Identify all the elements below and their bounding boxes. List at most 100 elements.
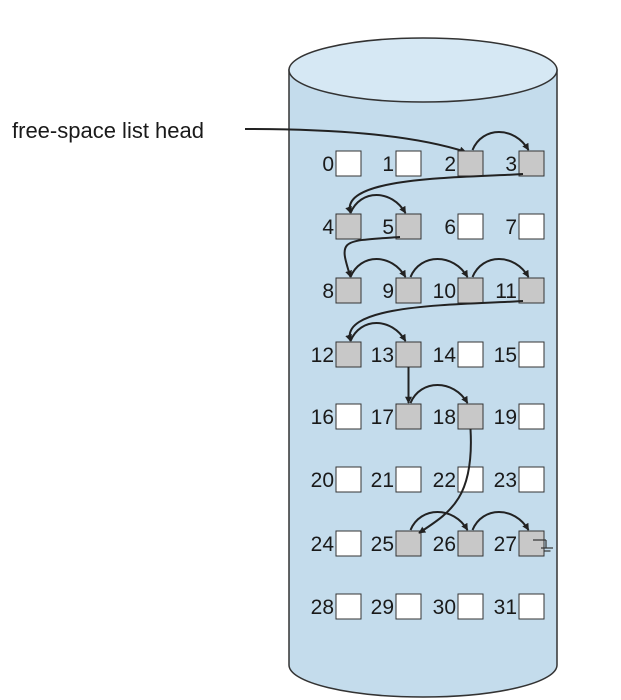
disk-block-28: 28	[311, 593, 362, 620]
link-arrow-17-to-18	[409, 384, 469, 404]
free-block-box	[395, 403, 422, 430]
allocated-block-box	[335, 593, 362, 620]
block-number-label: 17	[371, 406, 394, 429]
disk-block-22: 22	[433, 466, 484, 493]
allocated-block-box	[335, 403, 362, 430]
link-arrow-5-to-8	[343, 236, 401, 278]
disk-block-4: 4	[322, 213, 362, 240]
free-block-box	[335, 341, 362, 368]
disk-block-10: 10	[433, 277, 484, 304]
disk-block-15: 15	[494, 341, 545, 368]
free-block-box	[457, 530, 484, 557]
disk-block-16: 16	[311, 403, 362, 430]
allocated-block-box	[518, 466, 545, 493]
disk-block-3: 3	[505, 150, 545, 177]
block-number-label: 10	[433, 280, 456, 303]
head-pointer-arrow	[244, 128, 467, 154]
block-number-label: 15	[494, 344, 517, 367]
cylinder-top	[288, 37, 558, 103]
allocated-block-box	[335, 150, 362, 177]
block-number-label: 8	[322, 280, 334, 303]
link-arrow-12-to-13	[349, 322, 407, 342]
allocated-block-box	[457, 466, 484, 493]
block-number-label: 25	[371, 533, 394, 556]
allocated-block-box	[395, 150, 422, 177]
block-number-label: 11	[495, 280, 517, 303]
free-block-box	[457, 403, 484, 430]
disk-block-12: 12	[311, 341, 362, 368]
link-arrow-18-to-25	[418, 428, 472, 534]
free-space-list-head-label: free-space list head	[12, 118, 204, 143]
block-number-label: 19	[494, 406, 517, 429]
block-number-label: 18	[433, 406, 456, 429]
disk-block-17: 17	[371, 403, 422, 430]
block-number-label: 3	[505, 153, 517, 176]
link-arrow-4-to-5	[349, 194, 407, 214]
free-block-box	[395, 530, 422, 557]
allocated-block-box	[335, 530, 362, 557]
null-pointer-ground-icon	[533, 539, 553, 552]
disk-block-2: 2	[444, 150, 484, 177]
block-number-label: 7	[505, 216, 517, 239]
disk-block-6: 6	[444, 213, 484, 240]
block-number-label: 20	[311, 469, 334, 492]
disk-block-8: 8	[322, 277, 362, 304]
disk-block-29: 29	[371, 593, 422, 620]
disk-block-11: 11	[495, 277, 545, 304]
block-number-label: 27	[494, 533, 517, 556]
link-arrow-9-to-10	[409, 258, 469, 278]
link-arrow-25-to-26	[409, 511, 469, 531]
disk-block-18: 18	[433, 403, 484, 430]
free-block-box	[457, 277, 484, 304]
allocated-block-box	[518, 213, 545, 240]
block-number-label: 1	[382, 153, 394, 176]
disk-block-30: 30	[433, 593, 484, 620]
allocated-block-box	[518, 593, 545, 620]
block-number-label: 5	[382, 216, 394, 239]
free-block-box	[395, 213, 422, 240]
disk-block-0: 0	[322, 150, 362, 177]
block-number-label: 30	[433, 596, 456, 619]
link-arrow-11-to-12	[345, 300, 524, 342]
free-block-box	[518, 530, 545, 557]
disk-block-21: 21	[371, 466, 422, 493]
disk-block-9: 9	[382, 277, 422, 304]
link-arrow-3-to-4	[345, 173, 524, 214]
disk-block-20: 20	[311, 466, 362, 493]
allocated-block-box	[457, 341, 484, 368]
free-block-box	[395, 277, 422, 304]
link-arrow-10-to-11	[471, 258, 530, 278]
disk-block-7: 7	[505, 213, 545, 240]
disk-block-19: 19	[494, 403, 545, 430]
disk-block-25: 25	[371, 530, 422, 557]
free-block-box	[395, 341, 422, 368]
block-number-label: 21	[371, 469, 394, 492]
disk-block-5: 5	[382, 213, 422, 240]
block-number-label: 31	[494, 596, 517, 619]
allocated-block-box	[518, 403, 545, 430]
block-number-label: 14	[433, 344, 457, 367]
block-number-label: 26	[433, 533, 456, 556]
disk-block-26: 26	[433, 530, 484, 557]
allocated-block-box	[518, 341, 545, 368]
allocated-block-box	[457, 593, 484, 620]
disk-block-14: 14	[433, 341, 484, 368]
link-arrow-8-to-9	[349, 258, 407, 278]
free-block-box	[335, 213, 362, 240]
free-block-box	[335, 277, 362, 304]
link-arrow-2-to-3	[471, 131, 530, 151]
block-number-label: 2	[444, 153, 456, 176]
free-block-box	[518, 150, 545, 177]
allocated-block-box	[395, 593, 422, 620]
block-number-label: 23	[494, 469, 517, 492]
disk-block-1: 1	[382, 150, 422, 177]
block-number-label: 0	[322, 153, 334, 176]
block-number-label: 9	[382, 280, 394, 303]
disk-block-24: 24	[311, 530, 362, 557]
block-number-label: 24	[311, 533, 335, 556]
disk-block-27: 27	[494, 530, 545, 557]
block-number-label: 22	[433, 469, 456, 492]
block-number-label: 13	[371, 344, 394, 367]
block-number-label: 28	[311, 596, 334, 619]
